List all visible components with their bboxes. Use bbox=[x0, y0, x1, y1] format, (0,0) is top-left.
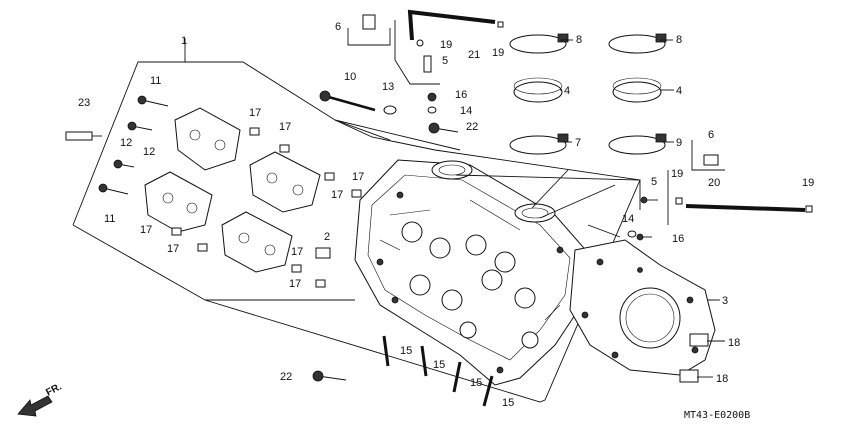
leader-lines bbox=[205, 20, 725, 378]
callout-5: 5 bbox=[651, 176, 657, 188]
callout-12: 12 bbox=[143, 146, 155, 158]
callout-17: 17 bbox=[279, 121, 291, 133]
callout-17: 17 bbox=[140, 224, 152, 236]
callout-20: 20 bbox=[708, 177, 720, 189]
callout-9: 9 bbox=[676, 137, 682, 149]
callout-4: 4 bbox=[564, 85, 570, 97]
callout-13: 13 bbox=[382, 81, 394, 93]
cylinder-head bbox=[354, 159, 591, 386]
callout-23: 23 bbox=[78, 97, 90, 109]
callout-16: 16 bbox=[455, 89, 467, 101]
cam-holder-upper-right bbox=[249, 151, 321, 213]
callout-18: 18 bbox=[716, 373, 728, 385]
callout-22: 22 bbox=[466, 121, 478, 133]
callout-8: 8 bbox=[676, 34, 682, 46]
callout-17: 17 bbox=[289, 278, 301, 290]
cam-holder-lower-left bbox=[144, 171, 213, 233]
callout-4: 4 bbox=[676, 85, 682, 97]
callout-17: 17 bbox=[291, 246, 303, 258]
head-gasket bbox=[569, 239, 716, 376]
callout-17: 17 bbox=[331, 189, 343, 201]
small-parts bbox=[65, 9, 813, 407]
callout-19: 19 bbox=[671, 168, 683, 180]
callout-19: 19 bbox=[440, 39, 452, 51]
callout-6: 6 bbox=[708, 129, 714, 141]
cam-holder-lower-right bbox=[221, 211, 293, 273]
callout-11: 11 bbox=[150, 75, 161, 87]
callout-17: 17 bbox=[352, 171, 364, 183]
callout-1: 1 bbox=[181, 35, 187, 47]
callout-14: 14 bbox=[460, 105, 472, 117]
callout-3: 3 bbox=[722, 295, 728, 307]
front-arrow: FR. bbox=[17, 381, 64, 417]
front-label: FR. bbox=[44, 381, 64, 398]
callout-21: 21 bbox=[468, 49, 480, 61]
callout-18: 18 bbox=[728, 337, 740, 349]
callout-11: 11 bbox=[104, 213, 115, 225]
callout-12: 12 bbox=[120, 137, 132, 149]
cam-holder-upper-left bbox=[174, 107, 241, 171]
callout-19: 19 bbox=[802, 177, 814, 189]
callout-19: 19 bbox=[492, 47, 504, 59]
callout-15: 15 bbox=[400, 345, 412, 357]
callout-15: 15 bbox=[502, 397, 514, 409]
assembly-boundary bbox=[72, 38, 641, 403]
callout-7: 7 bbox=[575, 137, 581, 149]
callout-17: 17 bbox=[167, 243, 179, 255]
callouts: 1 2 3 4 4 5 5 6 6 7 8 8 9 10 11 11 12 12… bbox=[78, 21, 814, 409]
clamps-insulators bbox=[509, 33, 667, 155]
callout-16: 16 bbox=[672, 233, 684, 245]
callout-17: 17 bbox=[249, 107, 261, 119]
callout-15: 15 bbox=[470, 377, 482, 389]
callout-5: 5 bbox=[442, 55, 448, 67]
callout-2: 2 bbox=[324, 231, 330, 243]
callout-10: 10 bbox=[344, 71, 356, 83]
callout-15: 15 bbox=[433, 359, 445, 371]
callout-8: 8 bbox=[576, 34, 582, 46]
callout-6: 6 bbox=[335, 21, 341, 33]
diagram-code: MT43-E0200B bbox=[684, 410, 750, 421]
callout-22: 22 bbox=[280, 371, 292, 383]
callout-14: 14 bbox=[622, 213, 634, 225]
